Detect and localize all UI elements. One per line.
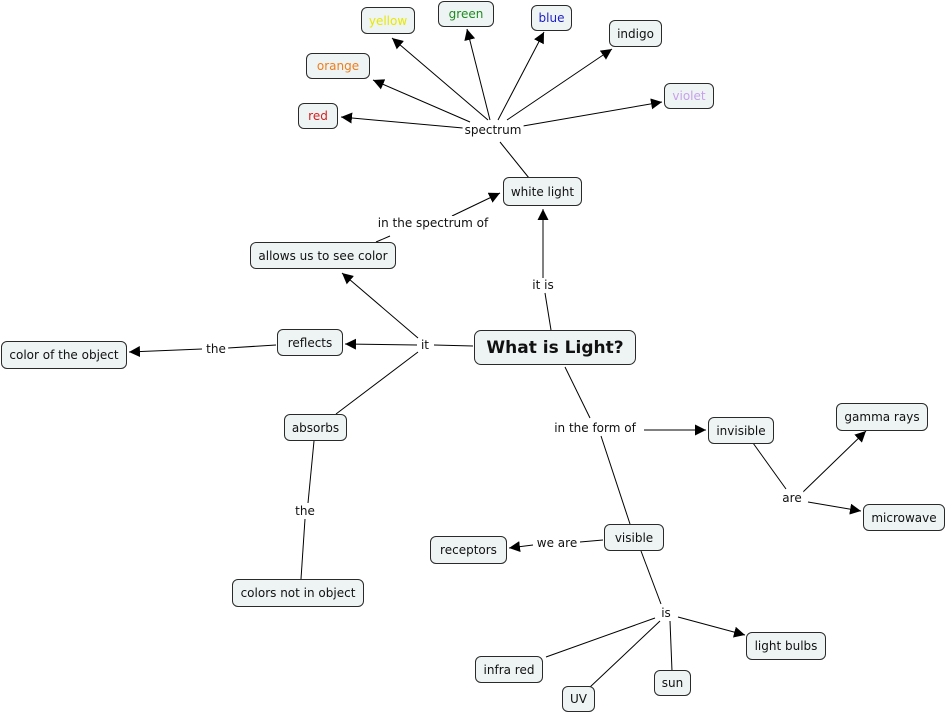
node-violet[interactable]: violet bbox=[664, 83, 714, 109]
link-is-uv bbox=[588, 620, 661, 689]
label-is: is bbox=[659, 606, 673, 620]
node-gamma-rays[interactable]: gamma rays bbox=[836, 403, 928, 431]
node-what-is-light[interactable]: What is Light? bbox=[474, 330, 636, 365]
label-in-the-spectrum-of: in the spectrum of bbox=[375, 216, 491, 230]
link-visible-is bbox=[640, 550, 662, 605]
node-white-light[interactable]: white light bbox=[503, 177, 582, 206]
link-is-sun bbox=[669, 620, 673, 672]
node-yellow[interactable]: yellow bbox=[361, 7, 415, 34]
label-we-are: we are bbox=[534, 536, 580, 550]
node-receptors[interactable]: receptors bbox=[430, 536, 507, 564]
link-is-infra-red bbox=[545, 617, 656, 658]
node-green[interactable]: green bbox=[438, 1, 494, 27]
node-light-bulbs[interactable]: light bulbs bbox=[746, 632, 826, 660]
link-it-absorbs bbox=[335, 351, 419, 415]
link-main-form bbox=[564, 366, 591, 419]
node-reflects[interactable]: reflects bbox=[277, 329, 343, 356]
node-indigo[interactable]: indigo bbox=[609, 20, 662, 47]
node-uv[interactable]: UV bbox=[562, 686, 595, 712]
node-orange[interactable]: orange bbox=[306, 53, 370, 79]
link-absorbs-the bbox=[307, 440, 315, 504]
label-in-the-form-of: in the form of bbox=[552, 421, 638, 435]
link-spectrum-of-white-light bbox=[451, 192, 501, 217]
node-blue[interactable]: blue bbox=[531, 5, 572, 31]
node-invisible[interactable]: invisible bbox=[708, 417, 774, 444]
link-it-allows bbox=[341, 272, 419, 339]
link-the-colors-not bbox=[300, 518, 306, 580]
node-microwave[interactable]: microwave bbox=[863, 504, 945, 531]
label-the-absorbs: the bbox=[293, 504, 317, 518]
link-main-it bbox=[433, 344, 474, 347]
node-infra-red[interactable]: infra red bbox=[475, 656, 543, 683]
link-main-it-is bbox=[544, 292, 552, 331]
link-it-reflects bbox=[344, 338, 418, 350]
label-spectrum: spectrum bbox=[462, 123, 524, 137]
link-spectrum-violet bbox=[522, 98, 663, 127]
node-sun[interactable]: sun bbox=[654, 670, 691, 696]
label-the-reflects: the bbox=[204, 342, 228, 356]
link-visible-we-are bbox=[579, 539, 604, 543]
link-spectrum-orange bbox=[372, 79, 471, 123]
link-form-visible bbox=[600, 435, 631, 525]
node-red[interactable]: red bbox=[298, 103, 338, 129]
link-are-microwave bbox=[807, 501, 862, 515]
label-it-is: it is bbox=[530, 278, 556, 292]
link-allows-spectrum-of bbox=[375, 235, 391, 243]
link-spectrum-indigo bbox=[506, 48, 613, 121]
node-colors-not-in-object[interactable]: colors not in object bbox=[232, 579, 364, 607]
node-visible[interactable]: visible bbox=[604, 524, 664, 551]
label-it: it bbox=[418, 338, 432, 352]
link-spectrum-blue bbox=[497, 31, 545, 121]
node-absorbs[interactable]: absorbs bbox=[284, 414, 347, 441]
label-are: are bbox=[780, 491, 804, 505]
link-reflects-the bbox=[227, 344, 277, 349]
link-is-light-bulbs bbox=[677, 616, 746, 638]
link-spectrum-green bbox=[464, 28, 491, 121]
node-color-of-the-object[interactable]: color of the object bbox=[1, 341, 127, 369]
link-spectrum-red bbox=[340, 112, 464, 129]
link-are-gamma bbox=[802, 430, 867, 493]
link-spectrum-yellow bbox=[391, 37, 489, 121]
link-we-are-receptors bbox=[508, 541, 534, 553]
node-allows-us-to-see-color[interactable]: allows us to see color bbox=[250, 242, 396, 269]
link-white-light-spectrum bbox=[499, 141, 530, 179]
link-the-color-object bbox=[128, 346, 203, 358]
link-invisible-are bbox=[752, 442, 787, 490]
